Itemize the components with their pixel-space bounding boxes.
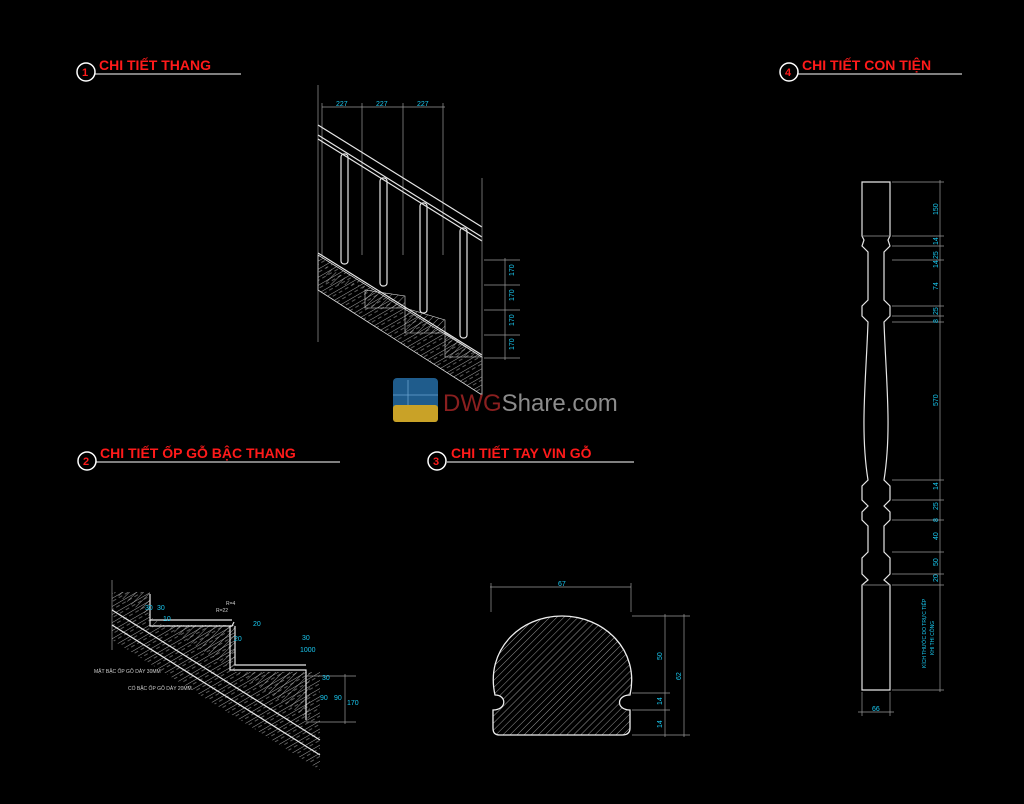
title-label: CHI TIẾT CON TIỆN: [802, 56, 931, 73]
dimension-label: 30: [302, 635, 310, 642]
dimension-label: 90: [320, 695, 328, 702]
dimension-label: 227: [336, 101, 348, 108]
title-number-circle: [76, 62, 96, 82]
title-stair-detail: 1 CHI TIẾT THANG: [76, 57, 241, 82]
dimension-label: 25: [933, 251, 940, 259]
dimension-label: 8: [933, 518, 940, 522]
dimension-label: R=4: [226, 601, 236, 607]
title-number-circle: [427, 451, 447, 471]
watermark-logo: DWGShare.com: [393, 378, 618, 422]
baluster-detail: 150 14 25 14 74 25 8 570 14 25 8 40 50 2…: [858, 180, 944, 716]
dimension-label: 20: [253, 621, 261, 628]
dimension-label: R=22: [216, 608, 228, 614]
dimension-label: 227: [376, 101, 388, 108]
annotation-note: KÍCH THƯỚC DO TRỰC TIẾP: [921, 598, 928, 668]
annotation-note: KHI THI CÔNG: [929, 621, 936, 655]
title-number-circle: [779, 62, 799, 82]
dimension-label: 1000: [300, 647, 316, 654]
title-tread-detail: 2 CHI TIẾT ỐP GỖ BẬC THANG: [77, 444, 340, 471]
dimension-label: 25: [933, 502, 940, 510]
dimension-label: 20: [234, 636, 242, 643]
title-number: 4: [785, 67, 792, 79]
dimension-label: 570: [933, 394, 940, 406]
title-handrail-detail: 3 CHI TIẾT TAY VIN GỖ: [427, 444, 634, 471]
dimension-label: 30: [157, 605, 165, 612]
dimension-label: 25: [933, 307, 940, 315]
annotation-note: MẶT BẬC ỐP GỖ DÀY 30MM: [94, 668, 161, 675]
dimension-label: 170: [509, 264, 516, 276]
dimension-label: 40: [933, 532, 940, 540]
dimension-label: 170: [509, 338, 516, 350]
baluster-dim-lines: [892, 181, 944, 691]
dimension-label: 20: [933, 574, 940, 582]
title-number: 2: [83, 456, 89, 468]
stair-elevation: 227 227 227 170 170 170 170: [317, 85, 520, 396]
dimension-label: 30: [145, 605, 153, 612]
dimension-label: 10: [163, 616, 171, 623]
dimension-label: 170: [509, 314, 516, 326]
title-number: 3: [433, 456, 439, 468]
dimension-label: 14: [933, 260, 940, 268]
dimension-label: 90: [334, 695, 342, 702]
dimension-label: 14: [933, 482, 940, 490]
title-number-circle: [77, 451, 97, 471]
watermark-text: DWGShare.com: [443, 390, 618, 417]
annotation-note: CỔ BẬC ỐP GỖ DÀY 20MM: [128, 685, 192, 692]
dimension-label: 50: [933, 558, 940, 566]
title-label: CHI TIẾT THANG: [99, 57, 211, 73]
dimension-label: 74: [933, 282, 940, 290]
dimension-label: 62: [676, 672, 683, 680]
dimension-label: 67: [558, 581, 566, 588]
dimension-label: 170: [347, 700, 359, 707]
handrail-profile: 67 50 14 62 14: [490, 581, 690, 737]
dimension-label: 227: [417, 101, 429, 108]
dimension-label: 14: [657, 720, 664, 728]
title-label: CHI TIẾT ỐP GỖ BẬC THANG: [100, 444, 296, 461]
tread-cladding-detail: 30 30 10 R=22 R=4 20 20 30 1000 30 90 90…: [94, 580, 359, 770]
dimension-label: 14: [933, 237, 940, 245]
dimension-label: 66: [872, 706, 880, 713]
dimension-label: 14: [657, 697, 664, 705]
dimension-label: 30: [322, 675, 330, 682]
balusters: [340, 153, 468, 339]
title-baluster-detail: 4 CHI TIẾT CON TIỆN: [779, 56, 962, 82]
title-number: 1: [82, 67, 88, 79]
title-label: CHI TIẾT TAY VIN GỖ: [451, 444, 592, 461]
dimension-label: 170: [509, 289, 516, 301]
dimension-label: 150: [933, 203, 940, 215]
dimension-label: 50: [657, 652, 664, 660]
dimension-label: 8: [933, 319, 940, 323]
